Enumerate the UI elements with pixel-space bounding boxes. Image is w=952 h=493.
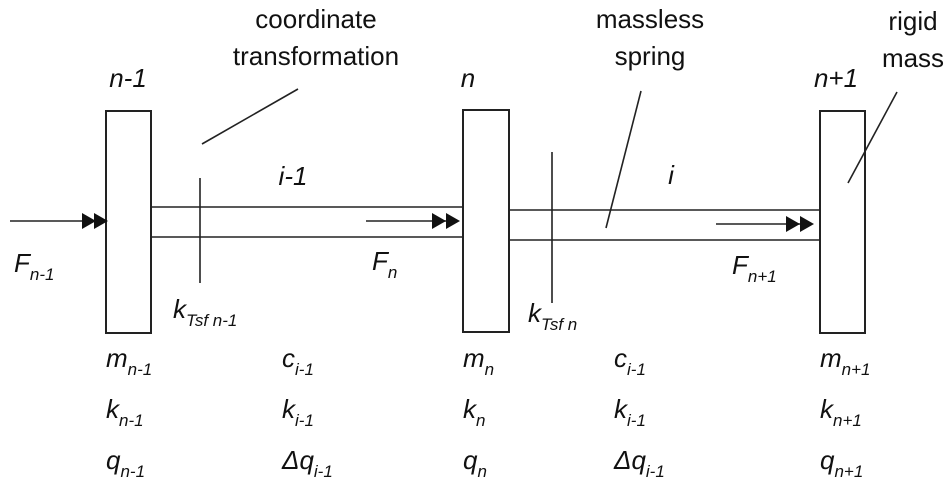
- leader-rigid-mass: [847, 91, 898, 184]
- transformation-label-n: kTsf n: [528, 298, 577, 334]
- mass-label-n: mn: [463, 343, 494, 379]
- annotation-coordinate-line2: transformation: [233, 41, 399, 71]
- node-label-n-1: n-1: [109, 63, 147, 93]
- damping-label-i-1: ci-1: [282, 343, 314, 379]
- stiffness-label-n+1: kn+1: [820, 394, 862, 430]
- force-label-n: Fn: [372, 246, 397, 282]
- rigid-mass-box-n: [462, 109, 510, 333]
- mass-label-n+1: mn+1: [820, 343, 871, 379]
- stiffness-label-n: kn: [463, 394, 485, 430]
- leader-coordinate-transformation: [201, 88, 299, 145]
- mass-label-n-1: mn-1: [106, 343, 152, 379]
- transformation-label-n-1: kTsf n-1: [173, 294, 237, 330]
- coord-label-n+1: qn+1: [820, 445, 863, 481]
- annotation-massless-line2: spring: [615, 41, 686, 71]
- leader-massless-spring: [605, 90, 642, 229]
- deformation-label-i: Δqi-1: [613, 445, 665, 481]
- force-label-n+1: Fn+1: [732, 250, 777, 286]
- force-arrow-n+1: [716, 216, 814, 232]
- coord-label-n: qn: [463, 445, 487, 481]
- force-arrow-n-1: [10, 213, 108, 229]
- spring-shaft-i: [509, 209, 820, 241]
- damping-label-i: ci-1: [614, 343, 646, 379]
- force-arrow-n: [366, 213, 460, 229]
- rigid-mass-box-n-1: [105, 110, 152, 334]
- node-label-n+1: n+1: [814, 63, 858, 93]
- deformation-label-i-1: Δqi-1: [281, 445, 333, 481]
- annotation-massless-line1: massless: [596, 4, 704, 34]
- node-label-n: n: [461, 63, 475, 93]
- spring-stiffness-label-i: ki-1: [614, 394, 646, 430]
- force-label-n-1: Fn-1: [14, 248, 54, 284]
- spring-stiffness-label-i-1: ki-1: [282, 394, 314, 430]
- spring-label-i: i: [668, 160, 675, 190]
- annotation-rigid-line2: mass: [882, 43, 944, 73]
- annotation-coordinate-line1: coordinate: [255, 4, 376, 34]
- annotation-rigid-line1: rigid: [888, 6, 937, 36]
- spring-label-i-1: i-1: [279, 161, 308, 191]
- stiffness-label-n-1: kn-1: [106, 394, 144, 430]
- spring-shaft-i-1: [151, 206, 463, 238]
- coord-label-n-1: qn-1: [106, 445, 145, 481]
- rigid-mass-box-n+1: [819, 110, 866, 334]
